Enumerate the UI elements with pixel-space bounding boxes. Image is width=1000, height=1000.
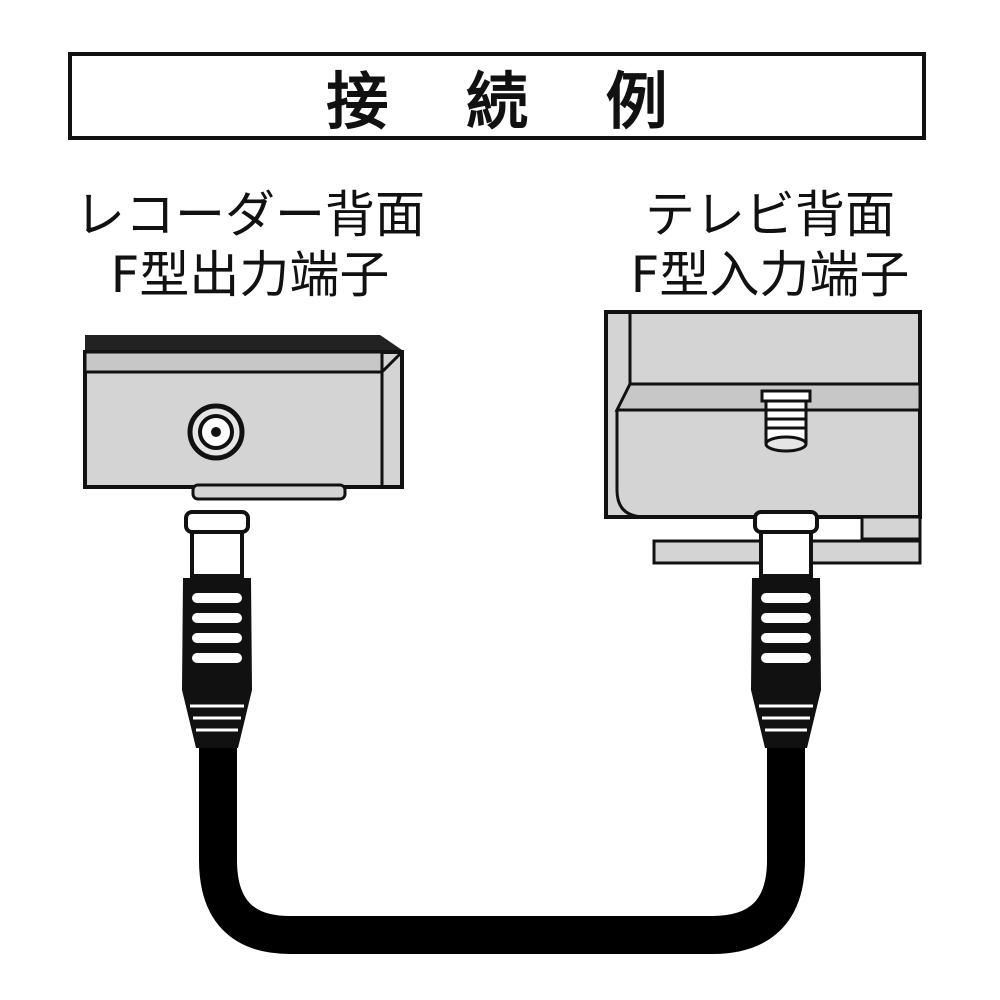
recorder-device [83,335,404,501]
tv-label-line1: テレビ背面 [645,186,895,244]
title: 接 続 例 [326,65,696,138]
tv-label-line2: F型入力端子 [630,246,910,304]
left-f-connector-icon [182,510,252,748]
tv-f-input-port-icon [760,389,812,453]
recorder-label-line2: F型出力端子 [110,246,390,304]
tv-device [604,310,922,565]
recorder-f-output-port-icon [187,403,245,461]
tv-label: テレビ背面 F型入力端子 [600,185,940,305]
title-box: 接 続 例 [68,52,926,140]
recorder-label-line1: レコーダー背面 [75,186,425,244]
right-f-connector-icon [751,510,821,748]
recorder-label: レコーダー背面 F型出力端子 [60,185,440,305]
coax-cable [199,740,805,954]
